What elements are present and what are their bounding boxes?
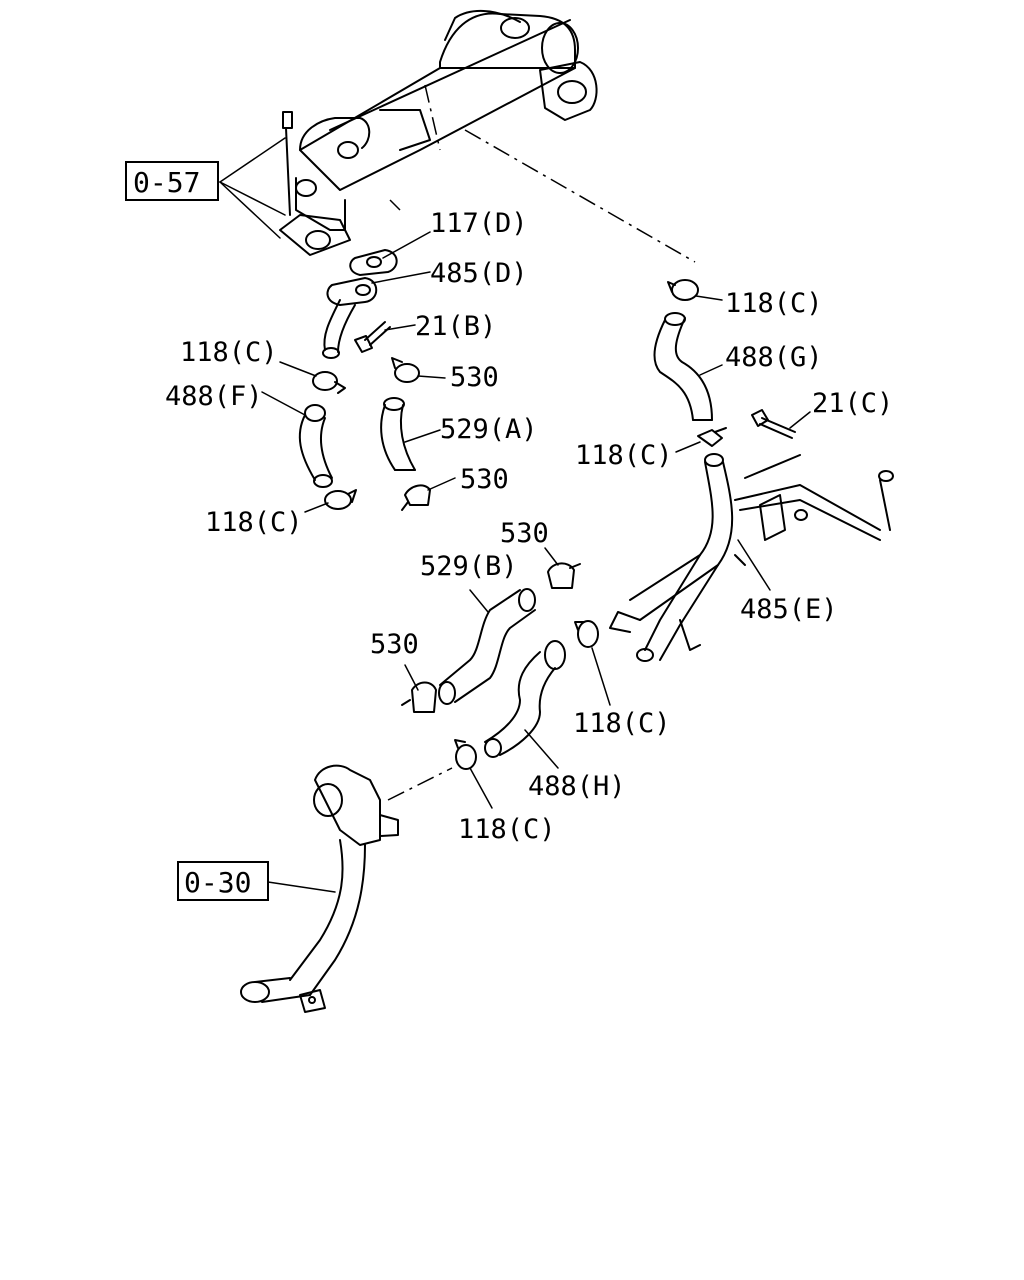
- hose-529b: [438, 588, 536, 705]
- clamp-530-d: [401, 681, 437, 713]
- hose-529a: [380, 397, 416, 471]
- label-530-b: 530: [460, 464, 509, 495]
- label-485d: 485(D): [430, 258, 528, 289]
- label-117d: 117(D): [430, 208, 528, 239]
- label-529a: 529(A): [440, 414, 538, 445]
- hose-488h: [484, 640, 566, 758]
- ref-text-0-30: 0-30: [184, 866, 251, 899]
- clamp-530-c: [547, 562, 581, 589]
- label-529b: 529(B): [420, 551, 518, 582]
- ref-box-0-30[interactable]: 0-30: [177, 861, 269, 901]
- clamp-118c-top: [667, 279, 699, 301]
- label-488h: 488(H): [528, 771, 626, 802]
- pipe-485d: [322, 277, 378, 359]
- label-485e: 485(E): [740, 594, 838, 625]
- pipe-485e: [609, 453, 894, 662]
- label-488g: 488(G): [725, 342, 823, 373]
- label-118c-left: 118(C): [180, 337, 278, 368]
- clamp-118c-under-488f: [324, 489, 357, 510]
- clamp-530-b: [401, 484, 431, 511]
- water-pipe-assembly: [240, 764, 399, 1013]
- clamp-118c-left: [312, 371, 346, 394]
- label-530-d: 530: [370, 629, 419, 660]
- label-21c: 21(C): [812, 388, 893, 419]
- clamp-118c-bottom: [454, 739, 477, 770]
- label-488f: 488(F): [165, 381, 263, 412]
- bolt-21b: [354, 321, 391, 353]
- label-530-a: 530: [450, 362, 499, 393]
- label-21b: 21(B): [415, 311, 496, 342]
- clamp-118c-h: [574, 620, 599, 648]
- ref-box-0-57[interactable]: 0-57: [125, 161, 219, 201]
- ref-text-0-57: 0-57: [133, 166, 200, 199]
- label-118c-mid: 118(C): [575, 440, 673, 471]
- label-118c-h: 118(C): [573, 708, 671, 739]
- clamp-118c-mid: [697, 427, 727, 447]
- label-530-c: 530: [500, 518, 549, 549]
- hose-488g: [653, 312, 713, 421]
- hose-488f: [298, 404, 333, 488]
- clamp-530-a: [391, 357, 420, 383]
- label-118c-top: 118(C): [725, 288, 823, 319]
- label-118c-bottom: 118(C): [458, 814, 556, 845]
- label-118c-lower: 118(C): [205, 507, 303, 538]
- egr-cooler: [279, 9, 598, 256]
- bolt-21c: [751, 409, 796, 439]
